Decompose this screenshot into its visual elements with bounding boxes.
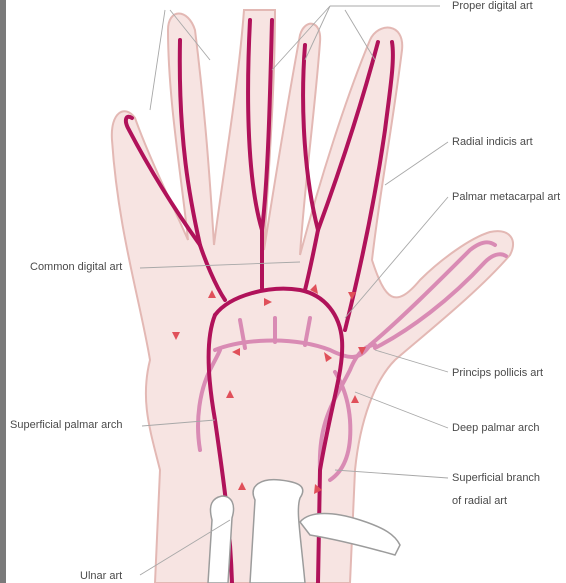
label-radial-indicis-art: Radial indicis art	[452, 136, 533, 149]
leader-proper-digital-5	[150, 10, 165, 110]
label-palmar-metacarpal-art: Palmar metacarpal art	[452, 191, 560, 204]
label-superficial-palmar-arch: Superficial palmar arch	[10, 419, 123, 432]
leader-radial-indicis	[385, 142, 448, 185]
label-proper-digital-art: Proper digital art	[452, 0, 533, 13]
label-superficial-branch-line2: of radial art	[452, 495, 507, 508]
radius-bone	[250, 480, 305, 583]
label-princeps-pollicis-art: Princips pollicis art	[452, 367, 543, 380]
label-common-digital-art: Common digital art	[30, 261, 122, 274]
label-deep-palmar-arch: Deep palmar arch	[452, 422, 539, 435]
label-ulnar-art: Ulnar art	[80, 570, 122, 583]
leader-deep-arch	[355, 392, 448, 428]
label-superficial-branch-line1: Superficial branch	[452, 472, 540, 485]
leader-proper-digital-6	[345, 10, 375, 60]
